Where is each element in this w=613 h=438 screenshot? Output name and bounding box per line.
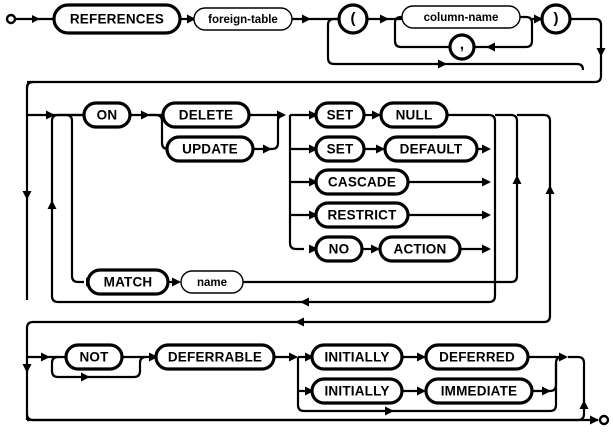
node-update: UPDATE	[165, 135, 255, 163]
node-label-match: MATCH	[104, 275, 153, 290]
node-deferrable: DEFERRABLE	[154, 343, 276, 371]
node-initially-deferred: INITIALLY	[310, 343, 404, 371]
node-initially-immediate: INITIALLY	[310, 377, 404, 405]
end-terminal	[27, 414, 610, 426]
node-label-deferrable: DEFERRABLE	[168, 350, 262, 365]
wire-references-to-foreign-table	[180, 14, 196, 24]
node-label-no: NO	[329, 242, 350, 257]
node-label-deferred: DEFERRED	[439, 350, 515, 365]
node-cascade: CASCADE	[314, 168, 410, 196]
wire-match-to-name	[168, 277, 181, 287]
node-label-on: ON	[97, 108, 118, 123]
node-set-default-set: SET	[314, 135, 366, 163]
node-references: REFERENCES	[52, 3, 182, 35]
node-column-name: column-name	[401, 5, 521, 29]
fan-initially-alternatives	[274, 352, 460, 416]
merge-initially-alternatives	[25, 352, 589, 422]
node-label-initially-immediate: INITIALLY	[324, 384, 389, 399]
wire-not-to-deferrable	[122, 352, 158, 362]
node-label-initially-deferred: INITIALLY	[324, 350, 389, 365]
node-set-null-set: SET	[314, 101, 366, 129]
node-null: NULL	[379, 101, 449, 129]
node-label-set-default-set: SET	[327, 142, 354, 157]
node-label-references: REFERENCES	[70, 12, 164, 27]
wire-set-to-null	[364, 110, 381, 120]
node-deferred: DEFERRED	[424, 343, 530, 371]
wire-column-name-to-right-paren	[532, 14, 543, 24]
node-label-name: name	[197, 277, 227, 289]
bypass-column-list	[326, 17, 568, 69]
node-label-action: ACTION	[394, 242, 447, 257]
node-delete: DELETE	[161, 101, 251, 129]
node-default: DEFAULT	[383, 135, 479, 163]
loop-comma-separator	[393, 15, 534, 52]
node-label-left-paren: (	[351, 10, 356, 27]
node-label-default: DEFAULT	[400, 142, 463, 157]
node-right-paren: )	[540, 3, 572, 35]
node-label-comma: ,	[460, 36, 464, 53]
node-match: MATCH	[86, 268, 170, 296]
node-no: NO	[314, 235, 364, 263]
node-label-delete: DELETE	[179, 108, 233, 123]
node-action: ACTION	[378, 235, 462, 263]
node-label-column-name: column-name	[424, 12, 499, 24]
node-label-set-null-set: SET	[327, 108, 354, 123]
wire-set-to-default	[364, 144, 385, 154]
wire-initially-to-immediate	[402, 386, 426, 396]
wire-feed-deferrable	[22, 338, 70, 420]
node-restrict: RESTRICT	[314, 201, 410, 229]
fan-action-alternatives	[288, 110, 318, 254]
node-label-update: UPDATE	[182, 142, 238, 157]
wire-name-to-merge	[243, 113, 522, 284]
node-label-null: NULL	[396, 108, 433, 123]
wire-no-to-action	[362, 244, 380, 254]
start-terminal	[5, 13, 54, 25]
bypass-not	[50, 355, 147, 382]
node-label-right-paren: )	[554, 10, 559, 27]
wire-initially-to-deferred	[402, 352, 426, 362]
node-label-not: NOT	[79, 350, 109, 365]
node-immediate: IMMEDIATE	[424, 377, 534, 405]
node-left-paren: (	[337, 3, 369, 35]
node-label-foreign-table: foreign-table	[208, 14, 278, 26]
node-label-restrict: RESTRICT	[327, 208, 397, 223]
merge-action-alternatives	[408, 113, 497, 296]
loop-repeat-on-clause	[47, 113, 497, 307]
node-not: NOT	[64, 343, 124, 371]
node-on: ON	[82, 101, 132, 129]
bypass-on-match-block	[25, 80, 555, 338]
merge-delete-update	[249, 110, 286, 154]
node-label-immediate: IMMEDIATE	[441, 384, 518, 399]
node-foreign-table: foreign-table	[193, 7, 293, 31]
branch-match	[65, 113, 95, 287]
node-name: name	[180, 270, 244, 294]
node-label-cascade: CASCADE	[328, 175, 396, 190]
node-comma: ,	[448, 33, 476, 61]
